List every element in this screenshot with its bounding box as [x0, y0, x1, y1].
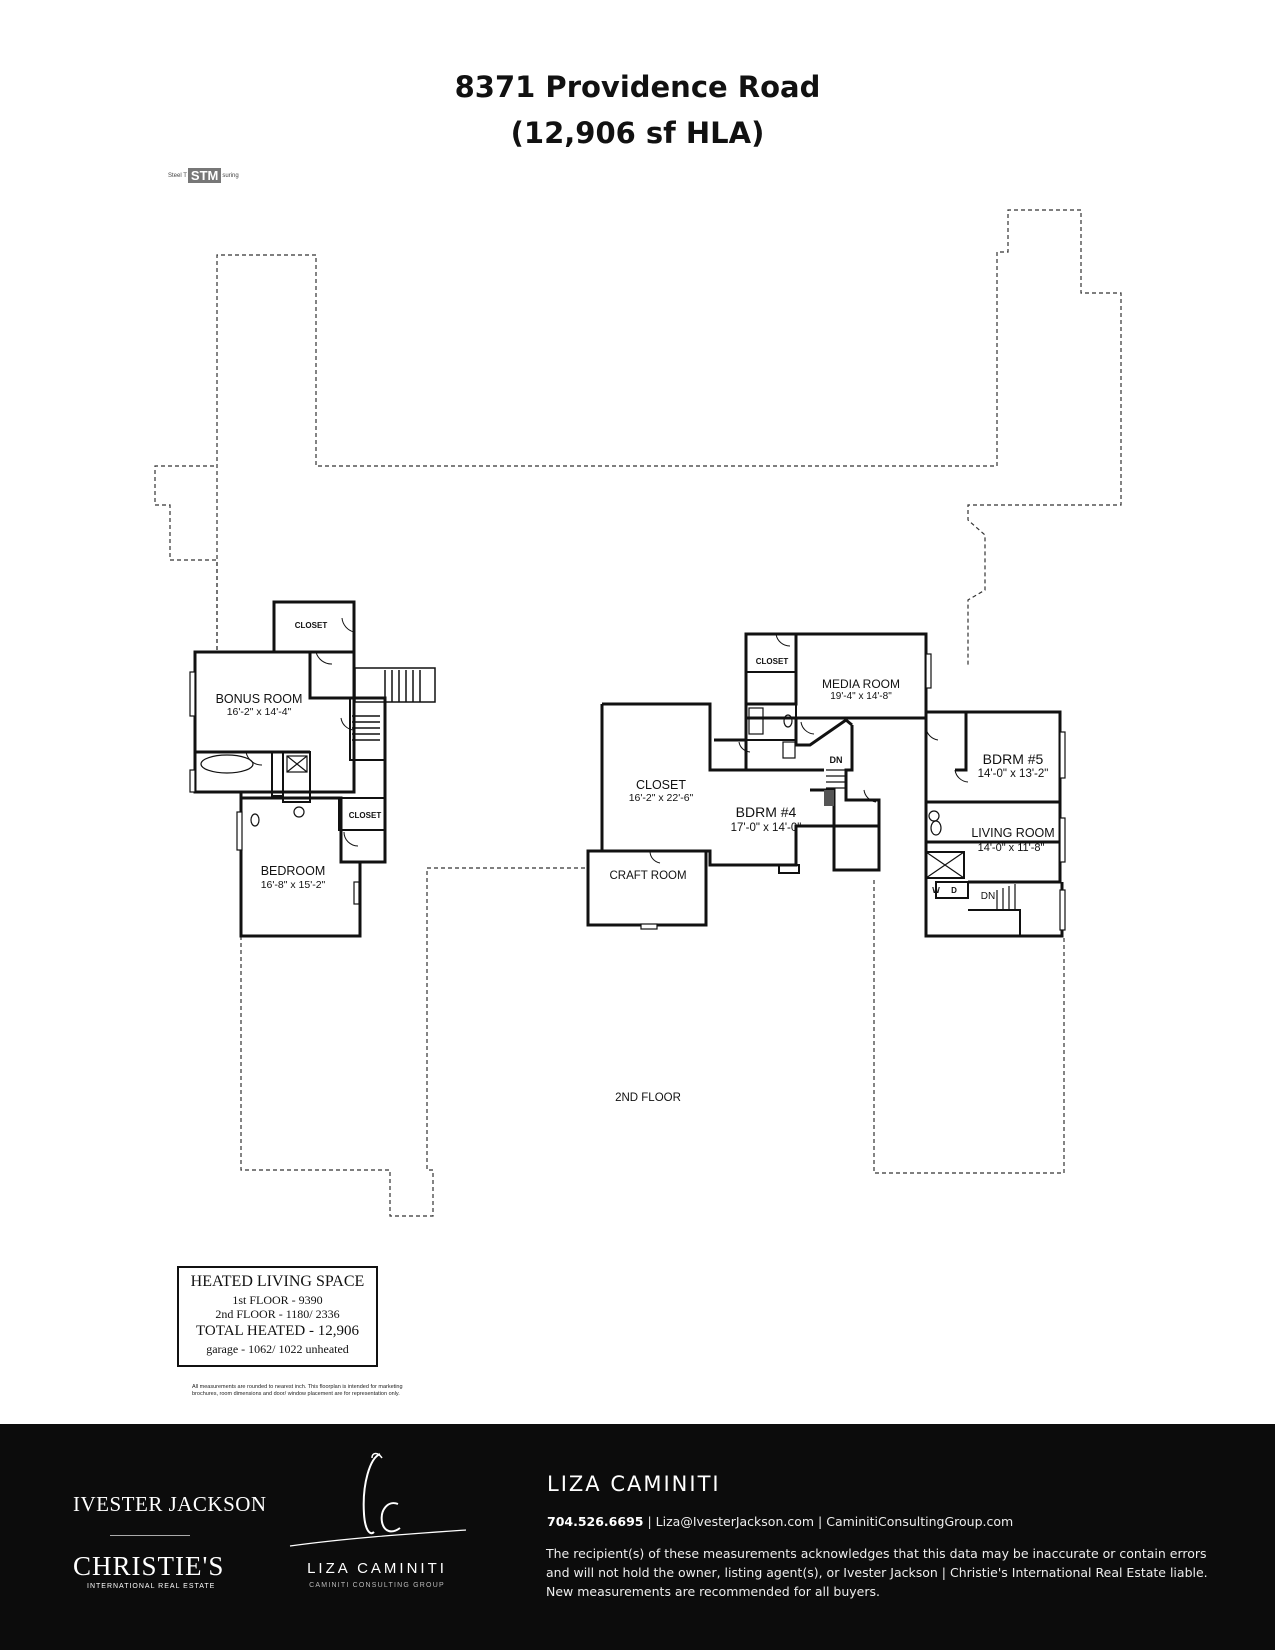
bdrm4-name: BDRM #4 [736, 804, 797, 820]
lc-monogram-icon [289, 1452, 467, 1547]
doors-right [649, 633, 969, 864]
lc-brand-name: LIZA CAMINITI [307, 1560, 447, 1577]
agent-name: LIZA CAMINITI [547, 1472, 721, 1496]
heated-living-area: (12,906 sf HLA) [510, 116, 765, 150]
craft-room-name: CRAFT ROOM [609, 870, 686, 882]
agent-email[interactable]: Liza@IvesterJackson.com [655, 1514, 815, 1529]
agent-footer: IVESTER JACKSON CHRISTIE'S INTERNATIONAL… [0, 1424, 1275, 1650]
stairs-left [352, 667, 436, 741]
ivester-jackson-logo: IVESTER JACKSON [73, 1492, 267, 1516]
washer-label: W [932, 886, 940, 895]
bonus-room-size: 16'-2" x 14'-4" [227, 706, 292, 718]
legend-total: TOTAL HEATED - 12,906 [196, 1323, 359, 1339]
room-labels: CLOSET BONUS ROOM 16'-2" x 14'-4" CLOSET… [216, 621, 1055, 1104]
closet-label-a: CLOSET [295, 621, 328, 630]
windows-left [189, 671, 360, 905]
floor-plan: CLOSET BONUS ROOM 16'-2" x 14'-4" CLOSET… [154, 209, 1122, 1217]
stair-down-label-2: DN [981, 891, 995, 902]
fixtures-left [200, 754, 308, 827]
fireplace [824, 790, 834, 806]
bedroom-size: 16'-8" x 15'-2" [261, 879, 326, 891]
legend-heading: HEATED LIVING SPACE [190, 1273, 365, 1290]
closet-d-name: CLOSET [636, 778, 686, 792]
closet-label-c: CLOSET [756, 657, 789, 666]
property-address: 8371 Providence Road [454, 70, 821, 104]
christies-logo: CHRISTIE'S [73, 1551, 225, 1581]
legend-first-floor: 1st FLOOR - 9390 [232, 1293, 323, 1307]
legend-second-floor: 2nd FLOOR - 1180/ 2336 [215, 1307, 340, 1321]
dryer-label: D [951, 886, 957, 895]
closet-d-size: 16'-2" x 22'-6" [629, 792, 694, 804]
measurement-disclaimer: All measurements are rounded to nearest … [192, 1384, 403, 1397]
stair-down-label-1: DN [830, 755, 843, 765]
legend-garage: garage - 1062/ 1022 unheated [206, 1342, 349, 1356]
first-floor-outline [154, 209, 1122, 1217]
bdrm5-size: 14'-0" x 13'-2" [978, 768, 1049, 780]
agent-website[interactable]: CaminitiConsultingGroup.com [826, 1514, 1014, 1529]
living-room-size: 14'-0" x 11'-8" [978, 842, 1045, 854]
media-room-name: MEDIA ROOM [822, 677, 900, 691]
bdrm4-size: 17'-0" x 14'-0" [731, 822, 802, 834]
closet-label-b: CLOSET [349, 811, 382, 820]
agent-contact: 704.526.6695 | Liza@IvesterJackson.com |… [547, 1514, 1014, 1529]
living-room-name: LIVING ROOM [971, 826, 1054, 840]
interior-right [745, 671, 1021, 936]
floor-label: 2ND FLOOR [615, 1092, 681, 1104]
stm-logo: STM [187, 168, 222, 183]
liability-note: The recipient(s) of these measurements a… [546, 1546, 1208, 1599]
christies-subtitle: INTERNATIONAL REAL ESTATE [87, 1583, 216, 1590]
doors-left [245, 617, 359, 847]
fixtures-right [748, 707, 965, 879]
stairs-right [826, 769, 1016, 910]
bonus-room-name: BONUS ROOM [216, 692, 303, 706]
media-room-size: 19'-4" x 14'-8" [830, 691, 892, 702]
brand-divider [110, 1535, 190, 1536]
bedroom-name: BEDROOM [261, 864, 326, 878]
bdrm5-name: BDRM #5 [983, 751, 1044, 767]
lc-brand-subtitle: CAMINITI CONSULTING GROUP [309, 1582, 445, 1589]
windows-right [640, 653, 1066, 931]
heated-space-legend: HEATED LIVING SPACE 1st FLOOR - 9390 2nd… [177, 1266, 378, 1367]
agent-phone[interactable]: 704.526.6695 [547, 1514, 644, 1529]
